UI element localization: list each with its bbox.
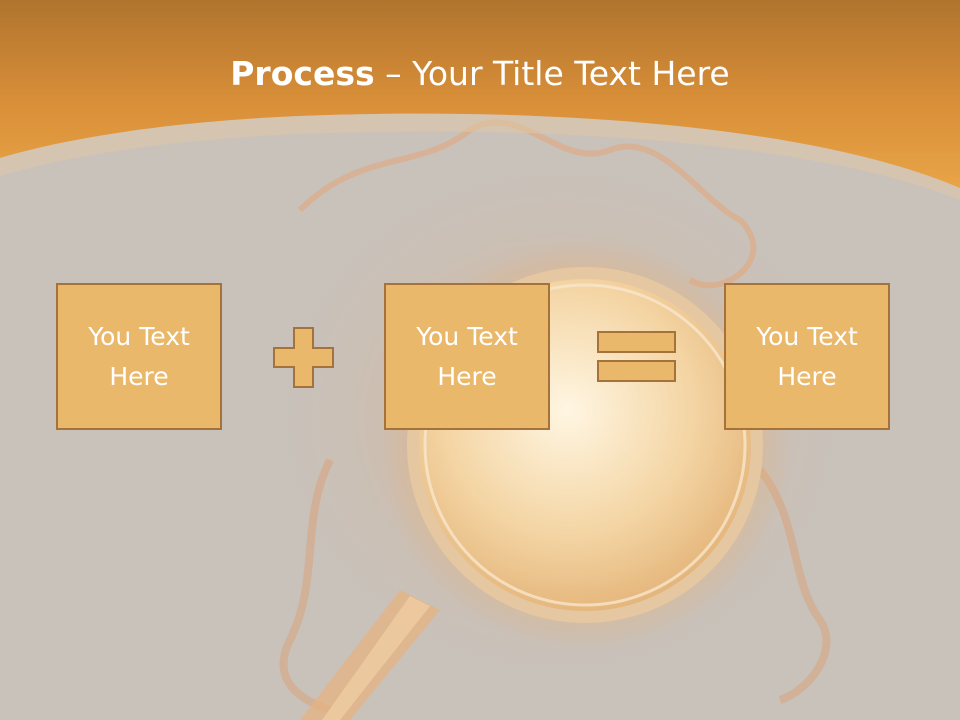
- magnifier-handle: [300, 590, 440, 720]
- page-title: Process – Your Title Text Here: [0, 52, 960, 96]
- header-band: [0, 0, 960, 188]
- process-box-3-text: You Text Here: [756, 321, 858, 391]
- plus-icon: [273, 327, 334, 388]
- equals-icon: [597, 331, 676, 382]
- process-box-3[interactable]: You Text Here: [724, 283, 890, 430]
- flame-wisp: [279, 458, 334, 714]
- flame-wisp: [756, 467, 831, 704]
- flame-wisp: [297, 119, 757, 289]
- process-box-1[interactable]: You Text Here: [56, 283, 222, 430]
- header-wave: [0, 113, 960, 200]
- title-bold: Process: [230, 54, 375, 93]
- process-box-1-text: You Text Here: [88, 321, 190, 391]
- process-box-2[interactable]: You Text Here: [384, 283, 550, 430]
- title-rest: – Your Title Text Here: [374, 54, 730, 93]
- process-box-2-text: You Text Here: [416, 321, 518, 391]
